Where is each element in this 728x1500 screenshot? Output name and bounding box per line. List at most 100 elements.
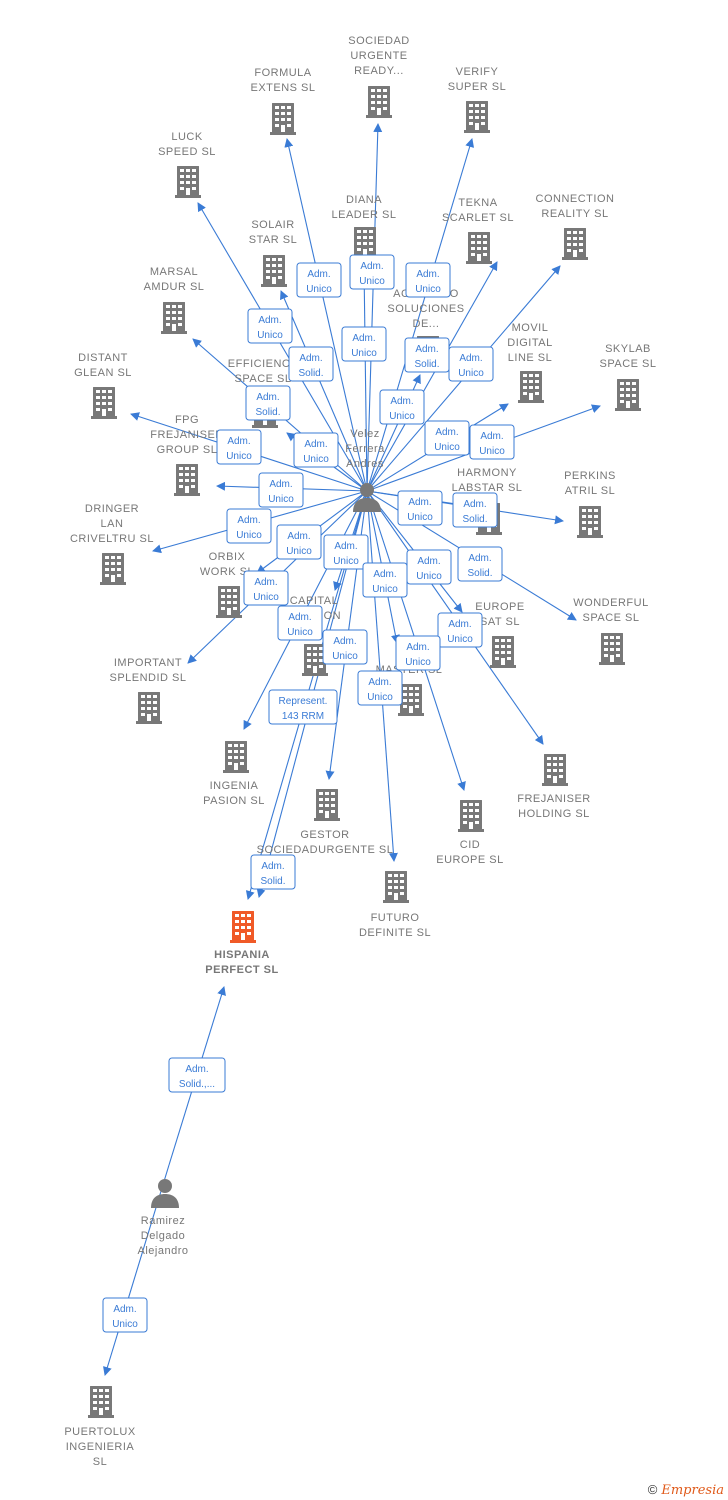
relation-text: Adm. xyxy=(304,439,327,450)
relation-label-velez-distant-glean[interactable]: Adm.Unico xyxy=(216,429,262,465)
company-label-line: PERKINS xyxy=(564,470,616,482)
relation-label-velez-solair-star[interactable]: Adm.Solid. xyxy=(288,346,334,382)
relation-label-velez-formula-extens[interactable]: Adm.Unico xyxy=(296,262,342,298)
company-label-line: LAN xyxy=(101,518,124,530)
relation-label-velez-hispania-perfect[interactable]: Adm.Solid. xyxy=(250,854,296,890)
relation-label-velez-harmony-labstar[interactable]: Adm.Unico xyxy=(397,490,443,526)
relation-label-ramirez-hispania-perfect[interactable]: Adm.Solid.,... xyxy=(168,1057,226,1093)
relation-label-velez-actuando-soluciones[interactable]: Adm.Unico xyxy=(379,389,425,425)
relation-label-velez-marsal-amdur[interactable]: Adm.Solid. xyxy=(245,385,291,421)
relation-label-velez-important-splendid[interactable]: Adm.Unico xyxy=(243,570,289,606)
relation-label-velez-perkins-atril[interactable]: Adm.Solid. xyxy=(452,492,498,528)
relation-text: Unico xyxy=(236,530,262,541)
relation-label-velez-wonderful-space[interactable]: Adm.Solid. xyxy=(457,546,503,582)
brand-logo[interactable]: Empresia xyxy=(661,1483,724,1498)
relation-label-velez-cid-europe[interactable]: Adm.Unico xyxy=(395,635,441,671)
company-label-line: AMDUR SL xyxy=(144,281,205,293)
relation-box xyxy=(168,1057,226,1093)
company-label-line: SOCIEDAD xyxy=(348,35,409,47)
relation-label-velez-sociedad-urgente-ready[interactable]: Adm.Unico xyxy=(349,254,395,290)
relation-label-velez-tekna-scarlet[interactable]: Adm.Solid. xyxy=(404,337,450,373)
relation-label-velez-connection-reality[interactable]: Adm.Unico xyxy=(448,346,494,382)
relation-label-velez-capital-ocasion[interactable]: Adm.Unico xyxy=(323,534,369,570)
building-icon xyxy=(270,103,296,135)
relation-label-velez-futuro-definite[interactable]: Adm.Unico xyxy=(357,670,403,706)
relation-label-velez-movil-digital-line[interactable]: Adm.Unico xyxy=(424,420,470,456)
relation-label-velez-gestor-sociedadurgente[interactable]: Adm.Unico xyxy=(322,629,368,665)
company-label-line: FUTURO xyxy=(371,912,420,924)
relation-label-velez-kids-master[interactable]: Adm.Unico xyxy=(406,549,452,585)
relation-box xyxy=(245,385,291,421)
relation-label-velez-europe-sat[interactable]: Adm.Unico xyxy=(362,562,408,598)
relation-text: Adm. xyxy=(287,531,310,542)
relation-label-ramirez-puertolux-ingenieria[interactable]: Adm.Unico xyxy=(102,1297,148,1333)
relation-box xyxy=(296,262,342,298)
building-icon xyxy=(518,371,544,403)
relation-label-velez-orbix-work[interactable]: Adm.Unico xyxy=(276,524,322,560)
relation-label-velez-fpg-frejaniser-group[interactable]: Adm.Unico xyxy=(258,472,304,508)
relation-text: Adm. xyxy=(333,636,356,647)
relation-box xyxy=(243,570,289,606)
building-icon xyxy=(223,741,249,773)
relation-label-velez-luck-speed[interactable]: Adm.Unico xyxy=(247,308,293,344)
relation-text: Adm. xyxy=(113,1304,136,1315)
relation-label-velez-dringer-lan-criveltru[interactable]: Adm. Unico xyxy=(226,508,272,544)
company-label-line: STAR SL xyxy=(249,234,298,246)
relation-label-velez-hispania-perfect[interactable]: Represent.143 RRM xyxy=(268,689,338,725)
relation-label-velez-ingenia-pasion[interactable]: Adm.Unico xyxy=(277,605,323,641)
relation-label-velez-skylab-space[interactable]: Adm.Unico xyxy=(469,424,515,460)
building-icon xyxy=(366,86,392,118)
company-label-line: GLEAN SL xyxy=(74,367,132,379)
relation-text: Solid.,... xyxy=(179,1079,215,1090)
relation-box xyxy=(216,429,262,465)
company-label-line: INGENIA xyxy=(210,780,259,792)
building-icon xyxy=(174,464,200,496)
relation-text: Adm. xyxy=(448,619,471,630)
relation-label-velez-frejaniser-holding[interactable]: Adm.Unico xyxy=(437,612,483,648)
company-label-line: SPACE SL xyxy=(600,358,657,370)
relation-label-velez-efficiency-space[interactable]: Adm.Unico xyxy=(293,432,339,468)
building-icon xyxy=(577,506,603,538)
relation-label-velez-diana-leader[interactable]: Adm.Unico xyxy=(341,326,387,362)
company-label-line: FREJANISER xyxy=(517,793,590,805)
relation-text: Adm. xyxy=(237,515,260,526)
edge-velez-sociedad-urgente-ready xyxy=(366,123,383,492)
company-label-line: DIGITAL xyxy=(507,337,552,349)
relation-label-velez-verify-super[interactable]: Adm.Unico xyxy=(405,262,451,298)
relation-text: Solid. xyxy=(467,568,492,579)
